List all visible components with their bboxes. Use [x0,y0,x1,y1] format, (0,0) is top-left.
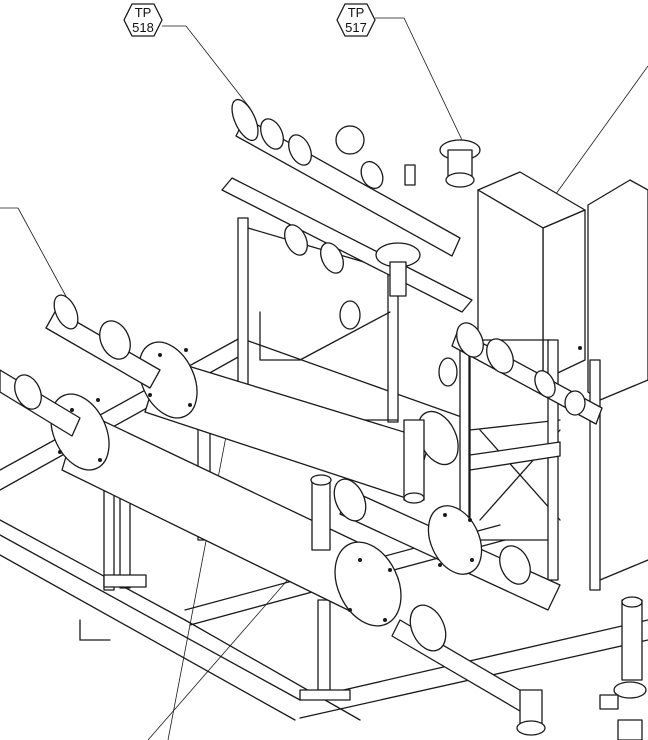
control-cabinets [469,171,648,591]
vessel-lower [0,369,402,627]
vessel-upper [45,294,459,504]
mid-right-pipe-run [451,322,603,471]
tag-bubble-tp517: TP 517 [336,3,376,37]
upper-pipe-run [221,98,481,387]
tag-tp517-line1: TP [348,5,365,20]
tag-tp518-line2: 518 [132,20,154,35]
tag-tp517-line2: 517 [345,20,367,35]
tag-bubble-tp518: TP 518 [123,3,163,37]
leader-lines [0,17,648,740]
tag-tp518-line1: TP [135,5,152,20]
flange-bolts [58,348,474,622]
lower-right-pipe [333,478,647,740]
